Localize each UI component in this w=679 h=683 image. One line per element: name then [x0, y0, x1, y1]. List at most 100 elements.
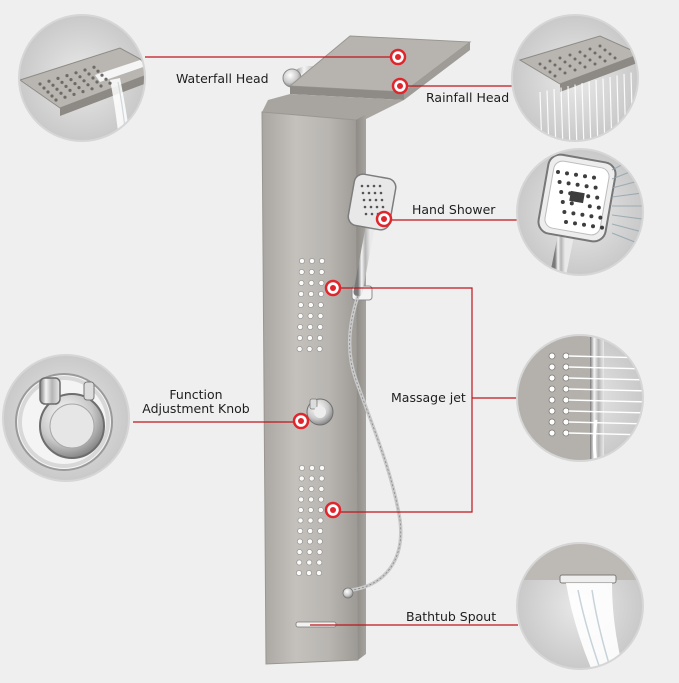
head-hole: [95, 80, 99, 84]
jet-stream: [568, 410, 643, 414]
jet-nozzle: [307, 507, 314, 513]
head-hole: [77, 86, 81, 90]
jet-stream: [568, 421, 643, 425]
head-hole: [50, 94, 54, 98]
head-hole: [588, 47, 592, 51]
detail-jet: [562, 407, 570, 415]
head-hole: [583, 54, 587, 58]
jet-nozzle: [318, 486, 325, 492]
head-hole: [87, 72, 91, 76]
hand-nozzle: [364, 212, 368, 216]
detail-nozzle: [582, 222, 586, 227]
rain-stream: [574, 84, 578, 141]
detail-jet: [548, 396, 556, 404]
massage-jet-detail-nozzles: [548, 352, 643, 437]
jet-nozzle: [306, 570, 312, 576]
label-function-line2: Adjustment Knob: [142, 401, 250, 416]
spray-stream: [611, 149, 643, 171]
jet-nozzle: [307, 313, 314, 319]
jet-nozzle: [318, 475, 325, 482]
head-hole: [81, 90, 85, 94]
head-hole: [91, 76, 95, 80]
detail-nozzle: [565, 171, 569, 176]
function-knob-detail: [2, 354, 130, 482]
head-hole: [83, 68, 87, 72]
spray-stream: [611, 223, 643, 235]
head-hole: [69, 78, 73, 82]
jet-nozzle: [297, 507, 304, 513]
head-hole: [42, 86, 46, 90]
detail-nozzle: [573, 221, 577, 226]
detail-nozzle: [564, 220, 568, 224]
jet-nozzle: [296, 335, 303, 341]
hand-nozzle: [366, 184, 370, 188]
head-hole: [86, 83, 90, 87]
jet-nozzle: [308, 291, 314, 297]
hand-nozzle: [370, 212, 374, 216]
head-hole: [593, 51, 597, 55]
jet-nozzle: [317, 324, 324, 330]
waterfall-head-detail: [18, 14, 146, 142]
jet-nozzle: [296, 549, 303, 555]
head-hole: [603, 48, 607, 52]
head-hole: [90, 87, 94, 91]
hose-connector: [342, 587, 354, 599]
head-hole: [598, 44, 602, 48]
jet-nozzle: [297, 528, 304, 534]
jet-nozzle: [308, 475, 315, 482]
hand-shower-detail: [516, 148, 644, 276]
label-function-knob: Function Adjustment Knob: [140, 388, 252, 416]
detail-nozzle: [560, 200, 565, 204]
head-hole: [598, 55, 602, 59]
jet-nozzle: [296, 346, 303, 352]
hand-nozzle: [369, 205, 373, 209]
marker-hand-shower: [375, 210, 393, 228]
marker-rainfall: [391, 77, 409, 95]
detail-nozzle: [598, 215, 603, 220]
detail-nozzle: [596, 205, 601, 210]
jet-nozzle: [308, 496, 314, 503]
head-hole: [92, 65, 96, 69]
jet-nozzle: [308, 486, 315, 492]
hand-shower-detail-nozzles: [556, 170, 604, 230]
jet-nozzle: [309, 465, 315, 471]
head-hole: [613, 56, 617, 60]
hand-nozzle: [372, 184, 376, 188]
detail-nozzle: [566, 181, 571, 186]
detail-nozzle: [600, 225, 604, 230]
spray-stream: [611, 177, 643, 189]
jet-nozzle: [307, 324, 314, 330]
head-hole: [553, 63, 557, 67]
rain-stream: [581, 82, 585, 141]
head-hole: [593, 62, 597, 66]
shower-panel: [261, 35, 472, 665]
detail-jet: [548, 363, 556, 371]
detail-nozzle: [589, 214, 594, 219]
detail-nozzle: [583, 174, 587, 179]
jet-stream: [568, 377, 643, 381]
detail-nozzle: [595, 195, 600, 200]
head-hole: [538, 62, 542, 66]
panel-front: [261, 111, 359, 665]
jet-nozzle: [319, 465, 325, 471]
head-hole: [608, 52, 612, 56]
marker-massage-lower: [324, 501, 342, 519]
head-hole: [60, 80, 64, 84]
massage-jet-detail: [516, 334, 644, 462]
jet-nozzle: [317, 313, 324, 319]
head-hole: [65, 74, 69, 78]
head-hole: [55, 87, 59, 91]
massage-jets-upper: [296, 258, 325, 352]
head-hole: [573, 57, 577, 61]
detail-nozzle: [557, 180, 562, 184]
head-hole: [563, 60, 567, 64]
spray-stream: [611, 214, 643, 221]
callout-lines: [133, 56, 522, 626]
jet-nozzle: [298, 496, 304, 503]
marker-massage-upper: [324, 279, 342, 297]
jet-nozzle: [298, 486, 305, 492]
detail-nozzle: [587, 204, 592, 209]
hand-nozzle: [381, 205, 385, 209]
head-hole: [548, 59, 552, 63]
